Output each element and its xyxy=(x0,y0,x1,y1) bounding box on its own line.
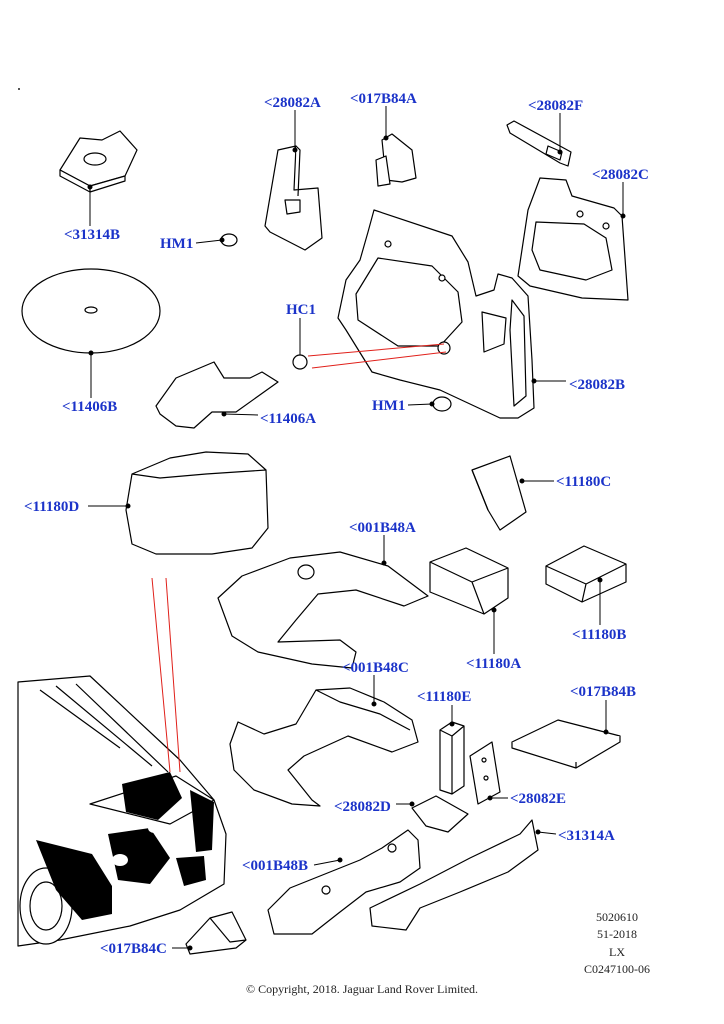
part-001B48C-drawing xyxy=(229,687,419,807)
callout-017B84C[interactable]: <017B84C xyxy=(100,941,167,957)
corner-mark xyxy=(18,88,20,90)
callout-11180B[interactable]: <11180B xyxy=(572,627,627,643)
meta-ref: C0247100-06 xyxy=(584,962,650,977)
grommet-hm1-mid xyxy=(432,396,452,412)
callout-28082F[interactable]: <28082F xyxy=(528,98,584,114)
part-11406B-drawing xyxy=(21,268,161,354)
part-017B84A-drawing xyxy=(375,133,417,187)
callout-28082D[interactable]: <28082D xyxy=(334,799,391,815)
part-28082A-drawing xyxy=(264,145,323,251)
part-28082E-drawing xyxy=(469,741,501,805)
callout-28082C[interactable]: <28082C xyxy=(592,167,649,183)
callout-11180D[interactable]: <11180D xyxy=(24,499,80,515)
callout-hm1-mid[interactable]: HM1 xyxy=(372,398,406,414)
callout-hc1[interactable]: HC1 xyxy=(286,302,316,318)
part-11180B-drawing xyxy=(545,545,627,603)
clip-hc1 xyxy=(292,354,308,370)
part-11180A-drawing xyxy=(429,547,509,615)
callout-11180E[interactable]: <11180E xyxy=(417,689,472,705)
indication-lines xyxy=(151,343,447,773)
part-017B84C-drawing xyxy=(185,911,247,955)
callout-28082E[interactable]: <28082E xyxy=(510,791,567,807)
part-28082F-drawing xyxy=(506,120,572,167)
callout-11180C[interactable]: <11180C xyxy=(556,474,612,490)
callout-001B48A[interactable]: <001B48A xyxy=(349,520,416,536)
callout-31314A[interactable]: <31314A xyxy=(558,828,615,844)
part-28082D-drawing xyxy=(411,795,469,833)
part-11180D-drawing xyxy=(125,451,269,555)
part-017B84B-drawing xyxy=(511,719,621,769)
callout-hm1-top[interactable]: HM1 xyxy=(160,236,194,252)
drawing-metadata: 5020610 51-2018 LX C0247100-06 xyxy=(574,909,660,979)
callout-11406A[interactable]: <11406A xyxy=(260,411,317,427)
callout-017B84A[interactable]: <017B84A xyxy=(350,91,417,107)
callout-31314B[interactable]: <31314B xyxy=(64,227,121,243)
part-001B48A-drawing xyxy=(217,551,429,669)
part-31314A-drawing xyxy=(369,819,539,931)
callout-001B48B[interactable]: <001B48B xyxy=(242,858,309,874)
copyright-notice: © Copyright, 2018. Jaguar Land Rover Lim… xyxy=(245,982,479,996)
meta-code: 5020610 xyxy=(596,910,638,924)
part-001B48B-drawing xyxy=(267,829,421,935)
part-11180C-drawing xyxy=(471,455,527,531)
part-11180E-drawing xyxy=(439,721,465,795)
callout-017B84B[interactable]: <017B84B xyxy=(570,684,637,700)
part-28082B-drawing xyxy=(337,209,535,419)
callout-11406B[interactable]: <11406B xyxy=(62,399,118,415)
vehicle-insulation-highlight xyxy=(36,772,214,920)
callout-11180A[interactable]: <11180A xyxy=(466,656,522,672)
callout-28082B[interactable]: <28082B xyxy=(569,377,626,393)
leader-lines xyxy=(87,106,626,951)
part-11406A-drawing xyxy=(155,361,279,429)
meta-model: LX xyxy=(609,944,625,959)
part-28082C-drawing xyxy=(517,177,629,301)
callout-001B48C[interactable]: <001B48C xyxy=(342,660,409,676)
part-31314B-drawing xyxy=(59,130,138,193)
callout-28082A[interactable]: <28082A xyxy=(264,95,321,111)
meta-date: 51-2018 xyxy=(597,927,637,942)
